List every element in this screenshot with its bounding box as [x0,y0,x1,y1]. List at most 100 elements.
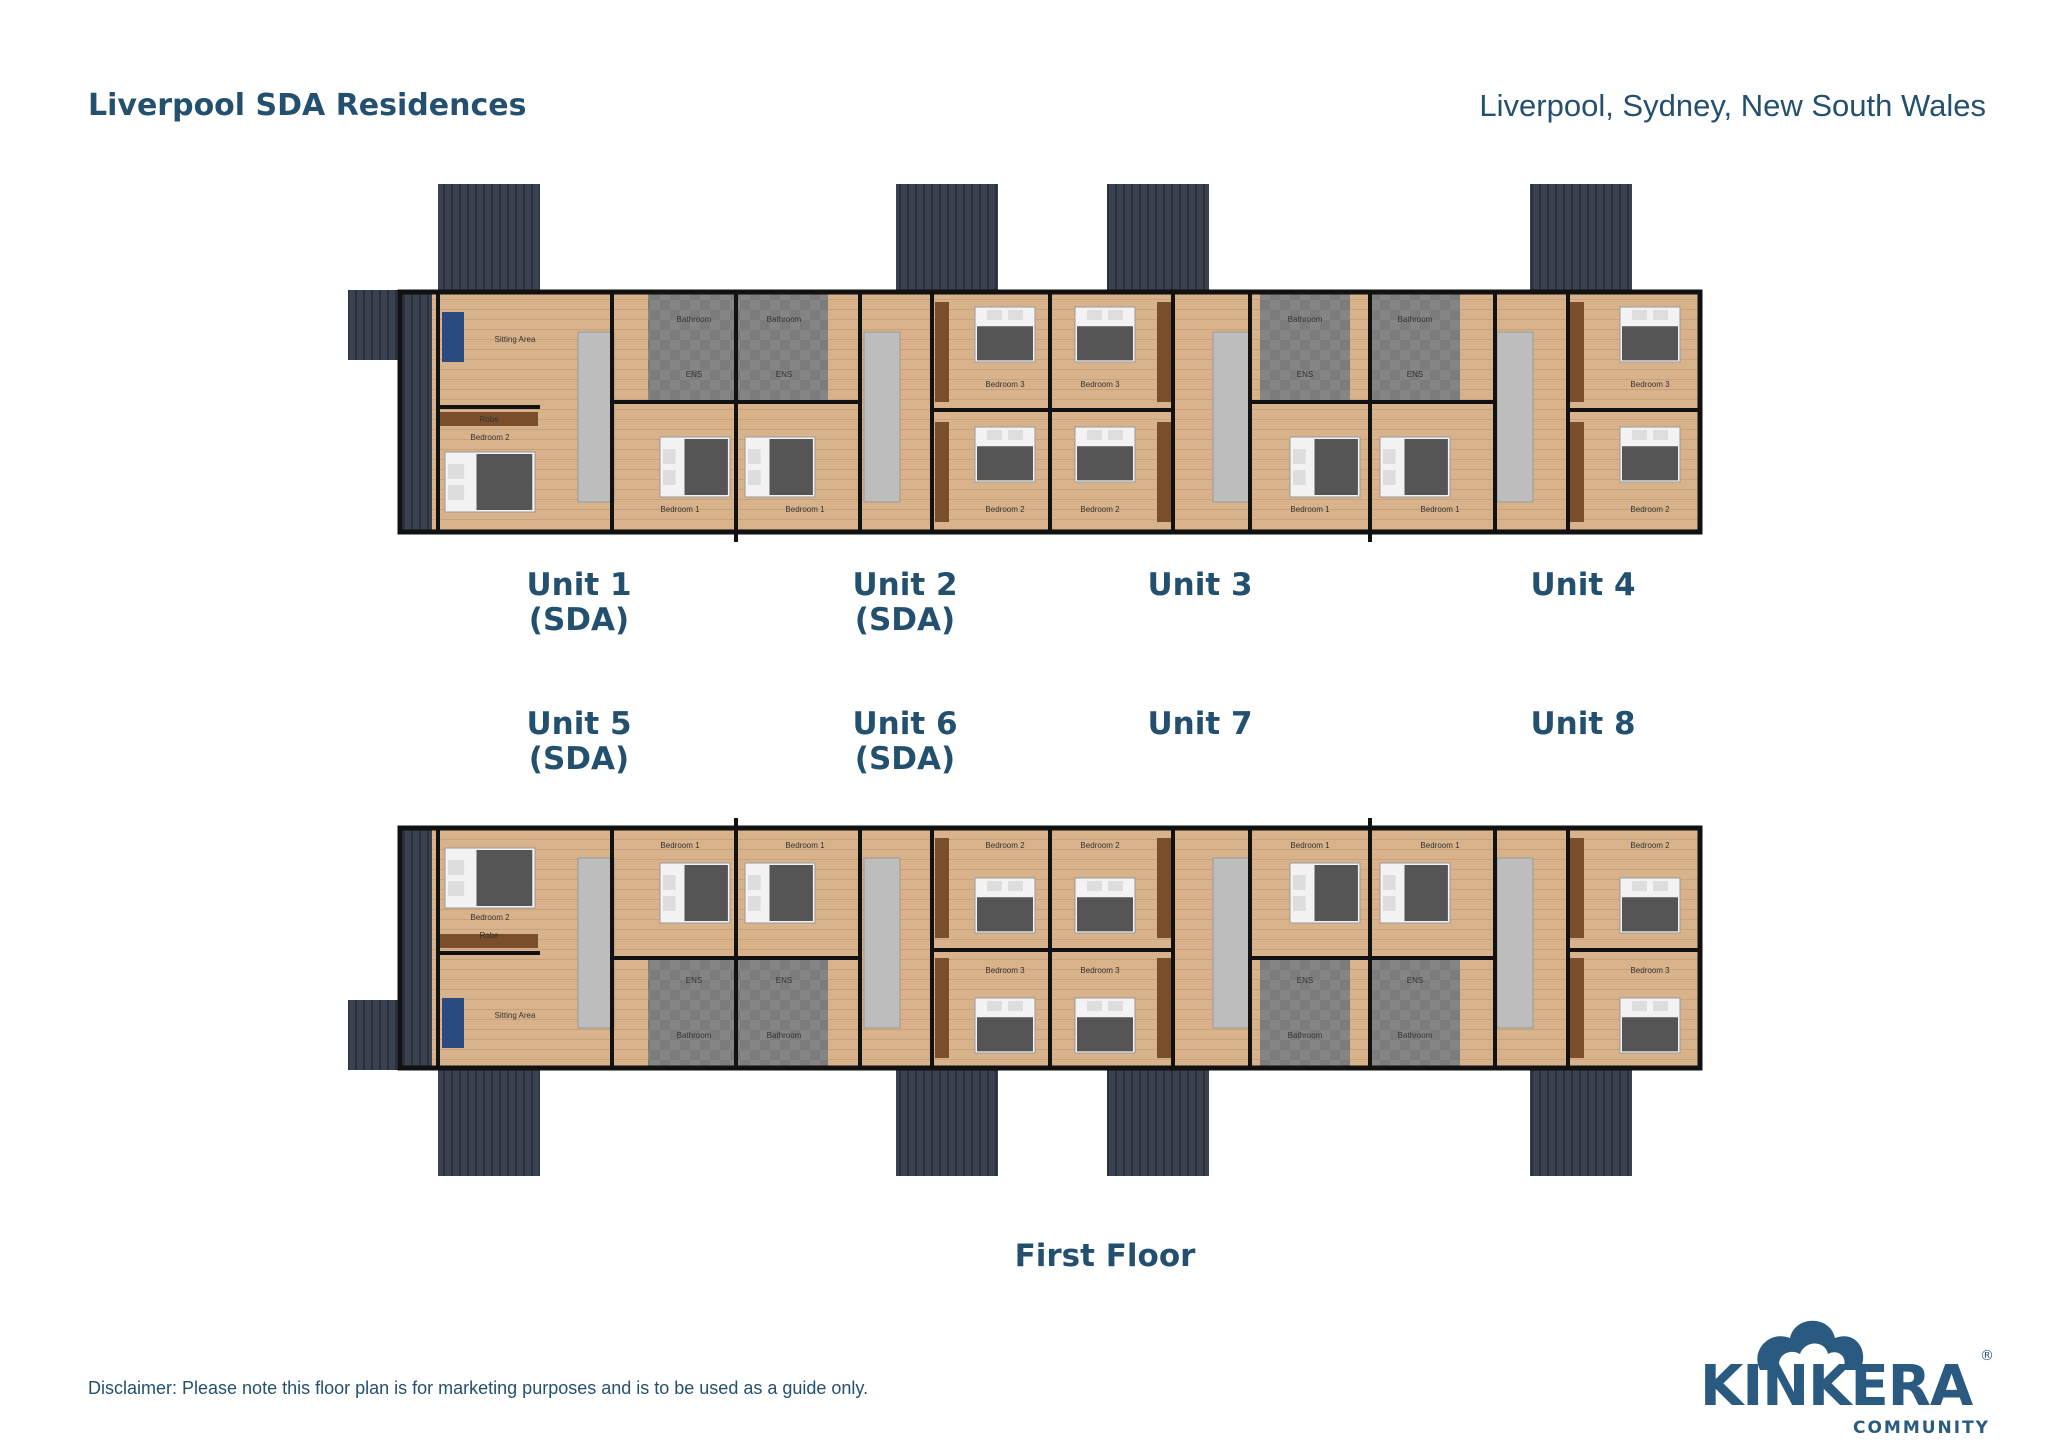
room-label: Bedroom 3 [985,380,1025,389]
floor-label: First Floor [1014,1238,1196,1274]
deck [438,1068,540,1176]
unit-label: Unit 5 (SDA) [469,707,689,777]
unit-name: Unit 3 [1147,567,1253,603]
room-label: Bedroom 1 [660,841,700,850]
room-label: ENS [1407,976,1423,985]
bed-icon [974,426,1036,483]
wet-area [1260,292,1350,402]
bed-icon [1619,306,1681,363]
stair [863,857,901,1029]
room-label: Robe [479,931,499,940]
deck [896,1068,998,1176]
wet-area [648,958,740,1068]
robe [1570,838,1584,938]
balcony [400,828,432,1068]
robe [1570,422,1584,522]
bed-icon [659,436,731,498]
room-label: ENS [686,370,702,379]
company-logo: KINKERA ® COMMUNITY [1700,1310,1994,1440]
bed-icon [1289,862,1361,924]
room-label: Bedroom 2 [470,433,510,442]
room-label: Sitting Area [495,335,536,344]
unit-name: Unit 5 [526,706,632,742]
unit-note: (SDA) [528,602,630,638]
stair [1212,331,1250,503]
wet-area [740,958,828,1068]
bed-icon [444,451,536,513]
bed-icon [1074,426,1136,483]
unit-name: Unit 4 [1530,567,1636,603]
unit-label: Unit 4 [1473,568,1693,603]
room-label: Bedroom 2 [985,841,1025,850]
room-label: ENS [1297,370,1313,379]
bed-icon [974,997,1036,1054]
sofa-icon [442,312,464,362]
balcony [348,290,400,360]
page-title: Liverpool SDA Residences [88,88,527,123]
unit-name: Unit 8 [1530,706,1636,742]
bed-icon [744,436,816,498]
room-label: Bathroom [767,315,802,324]
unit-label: Unit 7 [1090,707,1310,742]
bed-icon [1074,997,1136,1054]
room-label: Bedroom 1 [1290,841,1330,850]
room-label: Bedroom 3 [1630,380,1670,389]
unit-note: (SDA) [854,602,956,638]
room-label: Bedroom 3 [985,966,1025,975]
bed-icon [1379,436,1451,498]
unit-label: Unit 8 [1473,707,1693,742]
robe [935,302,949,402]
bed-icon [1074,877,1136,934]
unit-label: Unit 1 (SDA) [469,568,689,638]
robe [440,934,538,948]
bed-icon [1619,997,1681,1054]
unit-label: Unit 2 (SDA) [795,568,1015,638]
robe [1157,422,1171,522]
unit-name: Unit 1 [526,567,632,603]
deck [896,184,998,292]
room-label: ENS [686,976,702,985]
bed-icon [444,847,536,909]
sofa-icon [442,998,464,1048]
room-label: Bathroom [1398,1031,1433,1040]
robe [935,422,949,522]
room-label: Bedroom 2 [985,505,1025,514]
bed-icon [974,306,1036,363]
room-label: Bedroom 1 [785,841,825,850]
stair [863,331,901,503]
robe [1157,958,1171,1058]
room-label: Bathroom [1398,315,1433,324]
room-label: Bathroom [1288,315,1323,324]
bed-icon [1074,306,1136,363]
bed-icon [974,877,1036,934]
robe [1157,838,1171,938]
room-label: ENS [776,370,792,379]
room-label: Bedroom 1 [660,505,700,514]
robe [1570,302,1584,402]
robe [1570,958,1584,1058]
room-label: ENS [1297,976,1313,985]
robe [935,958,949,1058]
deck [438,184,540,292]
room-label: Bedroom 2 [1080,505,1120,514]
balcony [348,1000,400,1070]
unit-name: Unit 6 [852,706,958,742]
room-label: Bathroom [767,1031,802,1040]
unit-label: Unit 3 [1090,568,1310,603]
stair [1496,331,1534,503]
room-label: Robe [479,415,499,424]
robe [935,838,949,938]
plan-top-row: BathroomENSBathroomENSBathroomENSBathroo… [348,184,1703,542]
room-label: Bedroom 1 [1420,505,1460,514]
bed-icon [1379,862,1451,924]
room-label: ENS [1407,370,1423,379]
unit-name: Unit 7 [1147,706,1253,742]
room-label: Bedroom 2 [1630,841,1670,850]
bed-icon [1619,877,1681,934]
room-label: Bedroom 3 [1080,966,1120,975]
wet-area [1370,292,1460,402]
room-label: Bathroom [677,1031,712,1040]
unit-note: (SDA) [528,741,630,777]
deck [1530,1068,1632,1176]
